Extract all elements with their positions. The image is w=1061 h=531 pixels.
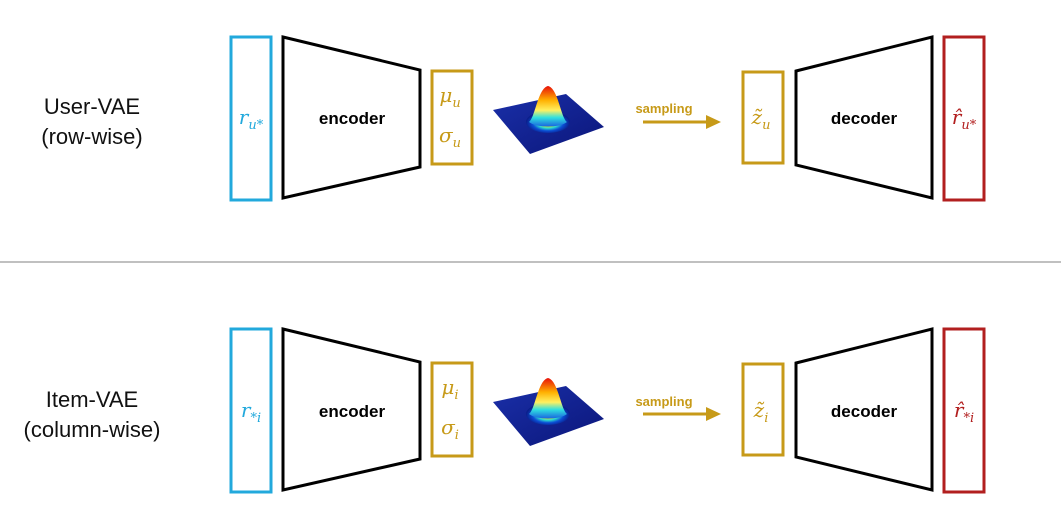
- sigma-symbol: σi: [441, 415, 459, 443]
- decoder-block: [794, 327, 934, 492]
- row-label-line1: Item-VAE: [46, 387, 139, 412]
- encoder-label: encoder: [319, 109, 386, 128]
- output-vector-symbol: r̂*i: [954, 398, 974, 426]
- gaussian-distribution-image: [493, 86, 604, 154]
- input-vector-box: [229, 35, 273, 202]
- z-box: [741, 70, 785, 165]
- z-box: [741, 362, 785, 457]
- row-label-line2: (column-wise): [24, 417, 161, 442]
- gaussian-distribution-image: [493, 378, 604, 446]
- user-vae-row: User-VAE (row-wise) ru* encoder μu σu sa…: [41, 35, 986, 202]
- mu-symbol: μi: [441, 375, 458, 403]
- row-label-line1: User-VAE: [44, 94, 140, 119]
- row-label-line2: (row-wise): [41, 124, 142, 149]
- sampling-label: sampling: [635, 394, 692, 409]
- mu-sigma-box: [430, 69, 474, 166]
- item-vae-row: Item-VAE (column-wise) r*i encoder μi σi…: [24, 327, 986, 494]
- output-vector-symbol: r̂u*: [952, 105, 977, 133]
- output-vector-box: [942, 35, 986, 202]
- mu-sigma-box: [430, 361, 474, 458]
- output-vector-box: [942, 327, 986, 494]
- sampling-arrowhead: [706, 115, 721, 129]
- encoder-block: [281, 35, 422, 200]
- sampling-arrowhead: [706, 407, 721, 421]
- mu-symbol: μu: [439, 83, 460, 111]
- input-vector-box: [229, 327, 273, 494]
- z-symbol: z̃i: [753, 398, 769, 426]
- encoder-label: encoder: [319, 402, 386, 421]
- sigma-symbol: σu: [439, 123, 461, 151]
- input-vector-symbol: ru*: [239, 105, 264, 133]
- encoder-block: [281, 327, 422, 492]
- sampling-label: sampling: [635, 101, 692, 116]
- z-symbol: z̃u: [751, 105, 771, 133]
- decoder-block: [794, 35, 934, 200]
- decoder-label: decoder: [831, 402, 898, 421]
- decoder-label: decoder: [831, 109, 898, 128]
- input-vector-symbol: r*i: [241, 398, 261, 426]
